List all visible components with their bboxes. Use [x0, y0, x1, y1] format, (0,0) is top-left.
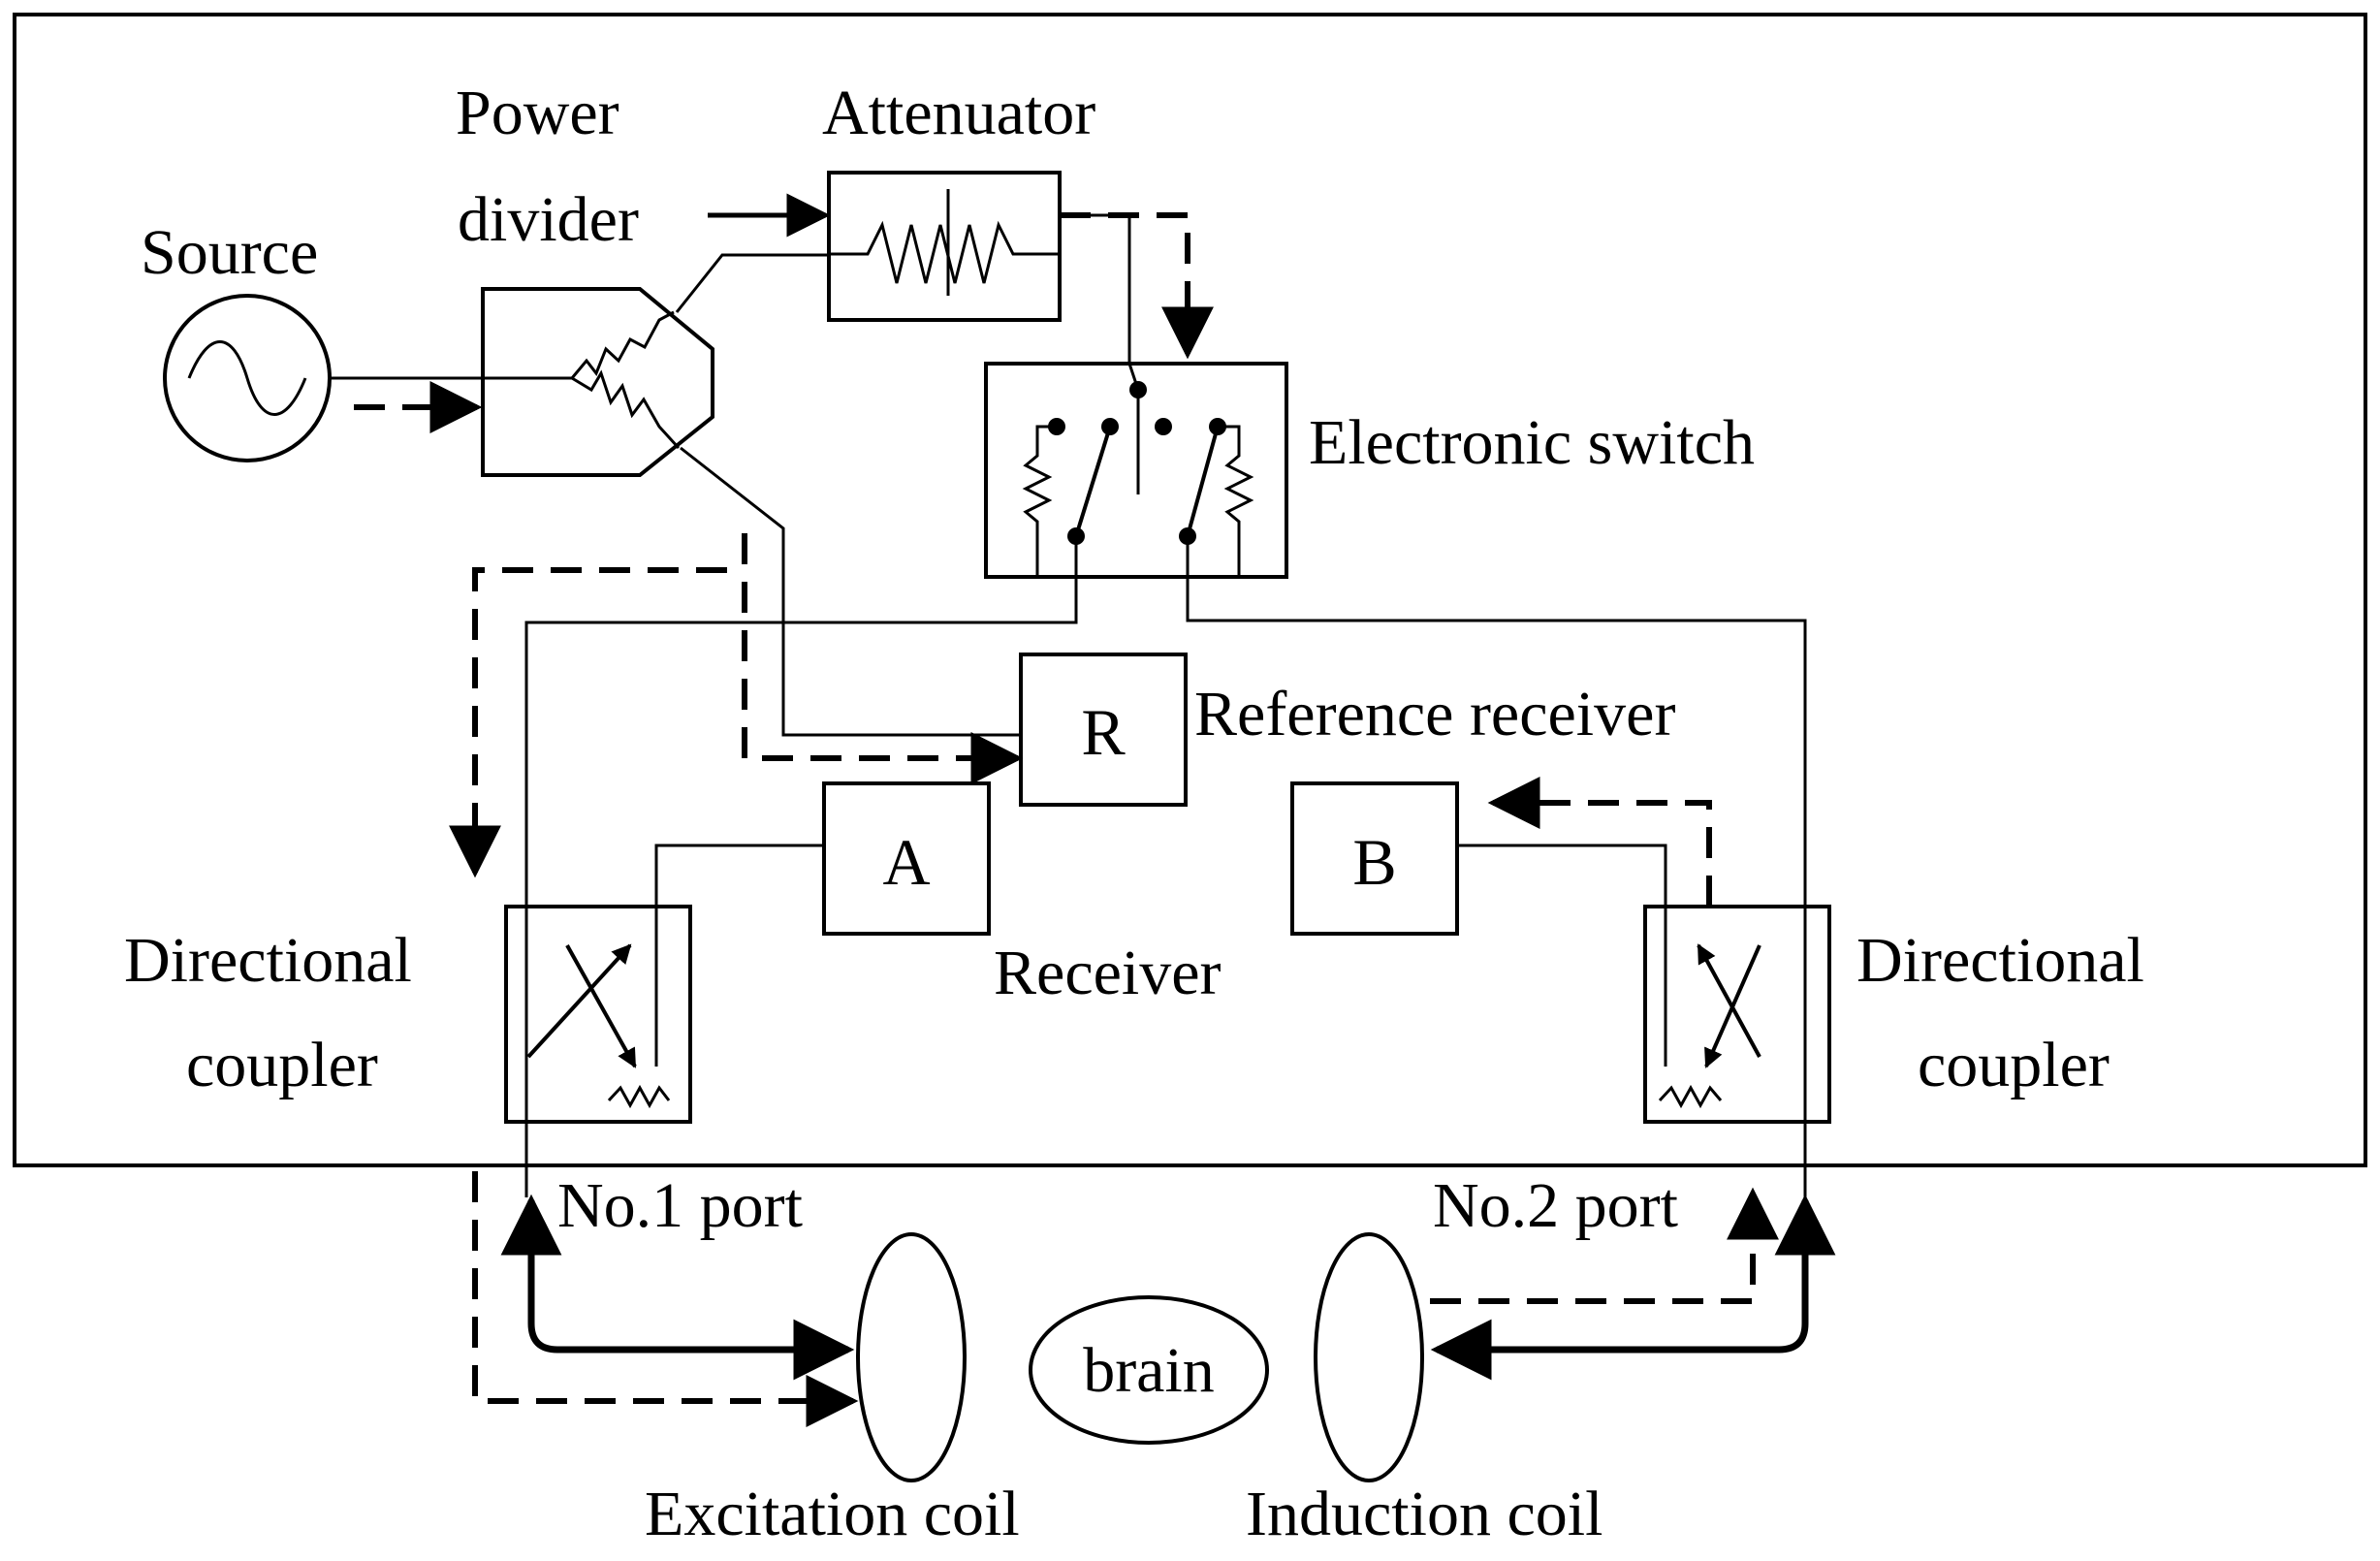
electronic-switch-label: Electronic switch: [1309, 407, 1755, 478]
directional-coupler-left: [504, 905, 692, 1124]
source-label: Source: [141, 217, 318, 288]
attenuator-label: Attenuator: [822, 78, 1095, 148]
brain: [1029, 1295, 1269, 1445]
power-divider: [481, 287, 714, 477]
coil-connection-arrows: [500, 1194, 1836, 1381]
signal-paths: [330, 213, 1807, 1197]
directional-coupler-left-label-line2: coupler: [186, 1030, 378, 1100]
receiver-a-label: A: [882, 825, 930, 899]
receiver-b: B: [1290, 781, 1459, 936]
receiver-a: A: [822, 781, 991, 936]
power-divider-label-line1: Power: [456, 78, 619, 148]
electronic-switch: [984, 362, 1288, 579]
instrument-frame: [13, 13, 2367, 1167]
induction-coil-label: Induction coil: [1246, 1479, 1603, 1549]
receiver-b-label: B: [1352, 825, 1396, 899]
excitation-coil-label: Excitation coil: [645, 1479, 1020, 1549]
source-generator: [163, 294, 332, 462]
port2-label: No.2 port: [1433, 1170, 1678, 1241]
power-divider-label-line2: divider: [458, 184, 639, 255]
induction-coil: [1314, 1232, 1424, 1482]
directional-coupler-left-label-line1: Directional: [124, 925, 412, 996]
directional-coupler-right-label-line2: coupler: [1918, 1030, 2110, 1100]
receiver-r-label: R: [1081, 695, 1126, 769]
receiver-r: R: [1019, 653, 1188, 807]
attenuator: [827, 171, 1062, 322]
receiver-label: Receiver: [994, 938, 1222, 1008]
directional-coupler-right-label-line1: Directional: [1856, 925, 2144, 996]
reference-receiver-label: Reference receiver: [1194, 679, 1675, 749]
port1-label: No.1 port: [557, 1170, 803, 1241]
brain-label: brain: [1083, 1335, 1215, 1406]
excitation-coil: [856, 1232, 967, 1482]
directional-coupler-right: [1643, 905, 1831, 1124]
